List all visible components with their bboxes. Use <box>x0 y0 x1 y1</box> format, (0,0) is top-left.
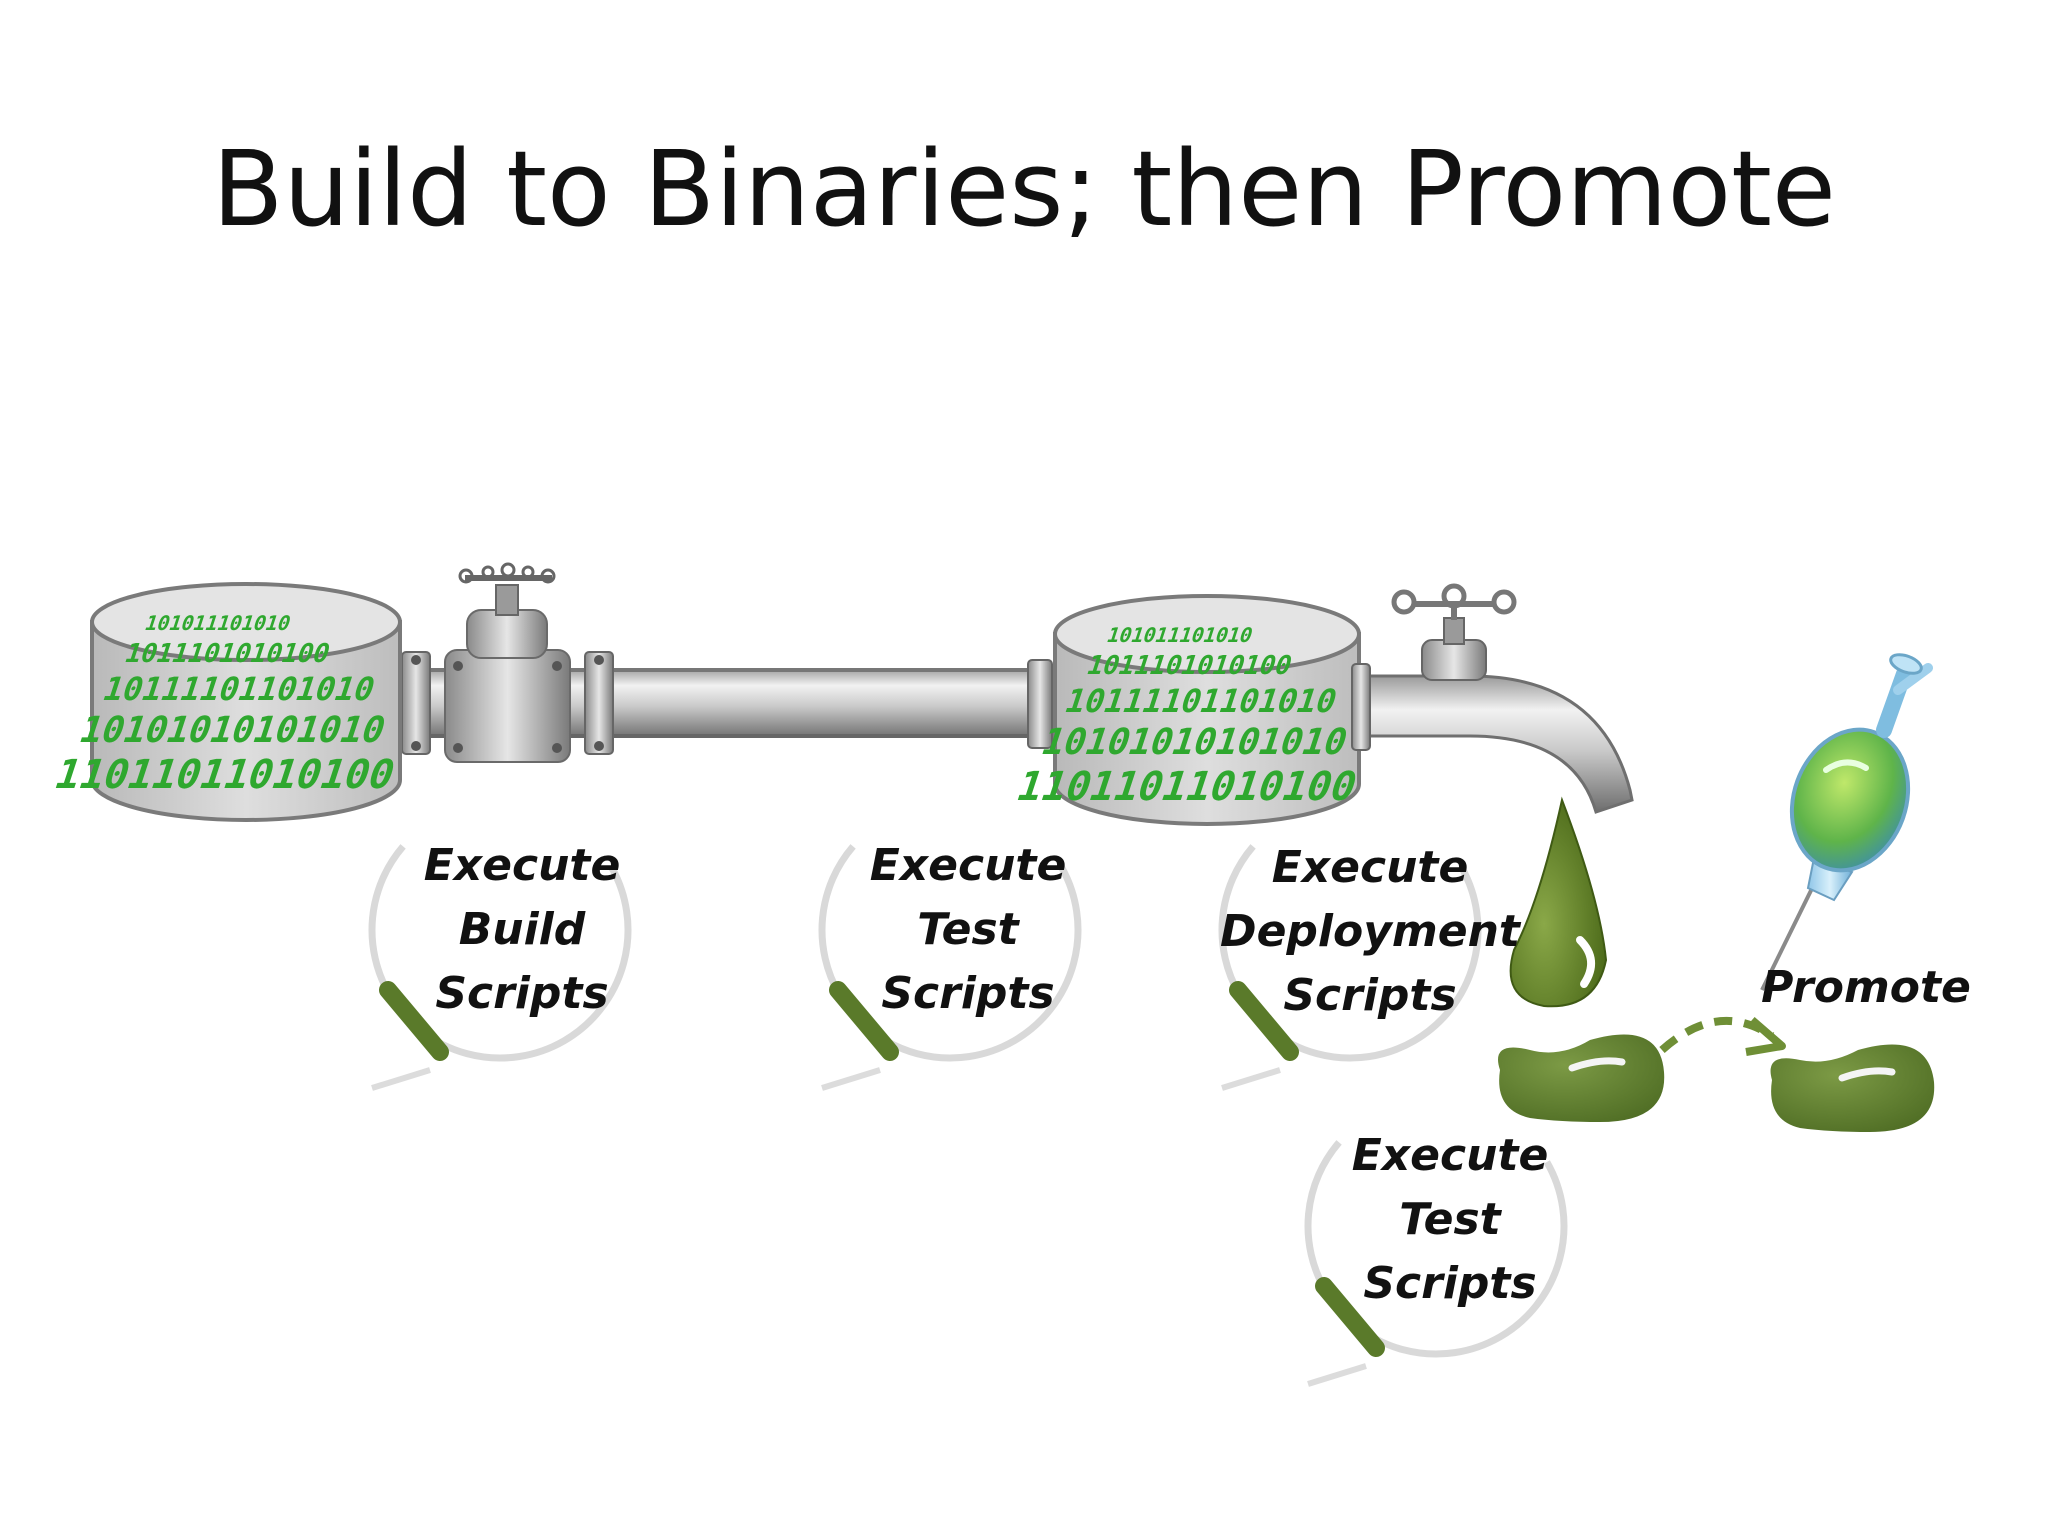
stage-label-line: Test <box>917 904 1019 955</box>
tank-digits-row: 10101010101010 <box>1036 721 1353 763</box>
tank-digits-row: 1011101010100 <box>121 639 334 669</box>
tank-digits-row: 11011011010100 <box>49 751 401 798</box>
stage-label-line: Scripts <box>1363 1258 1537 1309</box>
tank-digits-row: 10111101101010 <box>1060 683 1342 720</box>
stage-label-line: Execute <box>1271 842 1469 893</box>
stage-label-line: Scripts <box>435 968 609 1019</box>
stage-label-line: Execute <box>869 840 1067 891</box>
valve-icon <box>444 562 571 763</box>
dashed-arrow-icon <box>1659 1016 1786 1056</box>
stage-label-test: Execute Test Scripts <box>848 834 1088 1026</box>
faucet-icon <box>1351 583 1634 814</box>
stage-label-line: Scripts <box>881 968 1055 1019</box>
promote-label: Promote <box>1761 962 1971 1013</box>
stage-label-line: Scripts <box>1283 970 1457 1021</box>
syringe-icon <box>1760 653 1933 991</box>
tank-digits-row: 11011011010100 <box>1011 763 1363 810</box>
cycle-icon <box>368 798 632 1091</box>
bean-icon <box>1498 1034 1665 1122</box>
bean-icon <box>1770 1044 1935 1132</box>
stage-label-line: Build <box>458 904 586 955</box>
tank-digits-row: 101011101010 <box>1104 623 1256 646</box>
tank-digits-row: 101011101010 <box>142 611 294 634</box>
stage-label-build: Execute Build Scripts <box>402 834 642 1026</box>
stage-label-line: Deployment <box>1220 906 1520 957</box>
cycle-icon <box>818 798 1082 1091</box>
tank-digits-row: 10101010101010 <box>74 709 391 751</box>
stage-label-line: Execute <box>1351 1130 1549 1181</box>
slide-title: Build to Binaries; then Promote <box>212 128 1836 250</box>
cycle-icon <box>1304 1094 1568 1387</box>
stage-label-line: Execute <box>423 840 621 891</box>
tank-digits-row: 10111101101010 <box>98 671 380 708</box>
drop-icon <box>1509 796 1608 1008</box>
tank-icon: 101011101010 1011101010100 1011110110101… <box>49 582 402 822</box>
cycle-icon <box>1218 798 1482 1091</box>
tank-icon: 101011101010 1011101010100 1011110110101… <box>1011 594 1363 826</box>
stage-label-deployment: Execute Deployment Scripts <box>1220 836 1520 1028</box>
stage-label-line: Test <box>1399 1194 1501 1245</box>
tank-digits-row: 1011101010100 <box>1083 651 1296 681</box>
stage-label-test-after-deploy: Execute Test Scripts <box>1330 1124 1570 1316</box>
